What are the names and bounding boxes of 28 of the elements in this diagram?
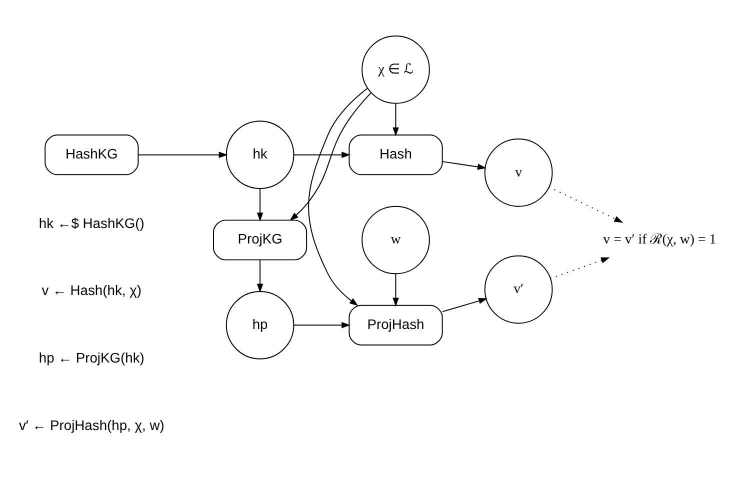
node-box: ProjKG <box>213 220 308 260</box>
node-circle: v′ <box>484 255 553 324</box>
node-circle: hp <box>226 291 294 360</box>
arrow <box>256 188 264 222</box>
arrow <box>548 186 624 223</box>
node-circle: hk <box>226 120 294 189</box>
arrow <box>138 152 228 158</box>
arrow <box>256 260 264 293</box>
arrow <box>442 298 488 312</box>
arrow <box>392 103 399 136</box>
node-box: ProjHash <box>348 304 443 346</box>
node-box: HashKG <box>44 134 139 176</box>
label: hk ←$ HashKG() <box>38 214 144 231</box>
arrow <box>290 92 372 221</box>
arrow <box>293 322 350 328</box>
node-box: Hash <box>348 134 443 176</box>
arrow <box>442 161 486 170</box>
node-circle: χ ∈ ℒ <box>362 35 430 104</box>
node-text: v = v′ if ℛ(χ, w) = 1 <box>603 232 716 247</box>
label: v ← Hash(hk, χ) <box>42 282 142 298</box>
arrow <box>392 273 399 307</box>
arrow <box>308 88 368 306</box>
label: hp ← ProjKG(hk) <box>38 350 144 366</box>
arrow <box>550 257 610 280</box>
arrow <box>293 152 350 158</box>
node-circle: w <box>362 206 430 274</box>
node-circle: v <box>484 138 553 207</box>
label: v′ ← ProjHash(hp, χ, w) <box>18 416 164 433</box>
